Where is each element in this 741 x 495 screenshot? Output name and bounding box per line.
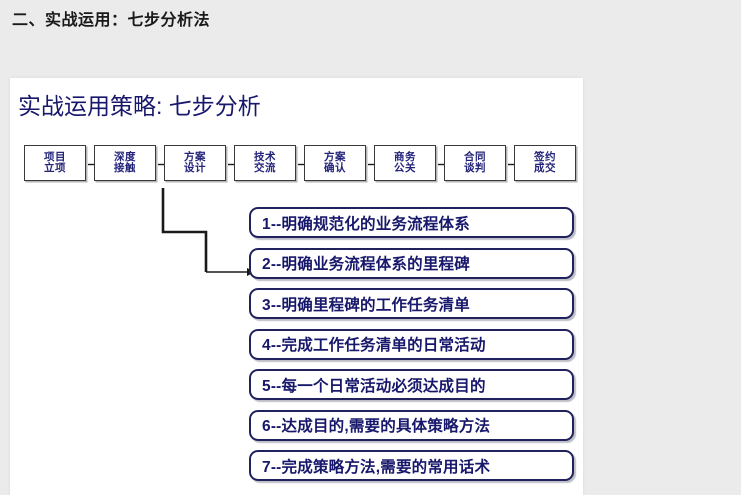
flow-step-8[interactable]: 签约 成交 — [514, 145, 576, 181]
flow-step-7-line1: 合同 — [464, 150, 486, 163]
list-item[interactable]: 2--明确业务流程体系的里程碑 — [249, 247, 574, 279]
flow-step-4-line2: 交流 — [254, 162, 276, 174]
flow-step-6-line1: 商务 — [394, 150, 416, 163]
flow-step-8-line2: 成交 — [534, 162, 556, 174]
flow-step-6-line2: 公关 — [394, 162, 416, 174]
seven-step-list: 1--明确规范化的业务流程体系 2--明确业务流程体系的里程碑 3--明确里程碑… — [249, 207, 574, 491]
list-item[interactable]: 6--达成目的,需要的具体策略方法 — [249, 409, 574, 441]
list-item-label: 6--达成目的,需要的具体策略方法 — [262, 418, 491, 435]
flow-step-2-line2: 接触 — [114, 162, 136, 174]
page-title: 二、实战运用：七步分析法 — [12, 12, 211, 29]
process-flow-diagram: 项目 立项 深度 接触 方案 设计 技术 交流 — [10, 145, 583, 185]
list-item-label: 3--明确里程碑的工作任务清单 — [262, 296, 470, 314]
list-item-label: 2--明确业务流程体系的里程碑 — [262, 256, 470, 273]
flow-step-4[interactable]: 技术 交流 — [234, 145, 296, 181]
flow-step-4-line1: 技术 — [254, 150, 276, 163]
flow-step-2[interactable]: 深度 接触 — [94, 145, 156, 181]
flow-step-1-line1: 项目 — [44, 150, 66, 163]
list-item[interactable]: 1--明确规范化的业务流程体系 — [249, 207, 574, 238]
flow-step-6[interactable]: 商务 公关 — [374, 145, 436, 181]
list-item[interactable]: 7--完成策略方法,需要的常用话术 — [249, 450, 574, 481]
list-item-label: 4--完成工作任务清单的日常活动 — [262, 337, 486, 354]
list-item-label: 1--明确规范化的业务流程体系 — [262, 215, 470, 233]
flow-step-1-line2: 立项 — [44, 162, 66, 174]
list-item[interactable]: 5--每一个日常活动必须达成目的 — [249, 369, 574, 400]
flow-step-8-line1: 签约 — [534, 150, 556, 163]
flow-step-3-line2: 设计 — [184, 162, 206, 174]
flow-step-5-line2: 确认 — [324, 162, 346, 174]
flow-step-3[interactable]: 方案 设计 — [164, 145, 226, 181]
flow-step-3-line1: 方案 — [184, 150, 206, 163]
flow-step-5[interactable]: 方案 确认 — [304, 145, 366, 181]
flow-step-7-line2: 谈判 — [464, 162, 486, 174]
list-item[interactable]: 4--完成工作任务清单的日常活动 — [249, 328, 574, 360]
list-item[interactable]: 3--明确里程碑的工作任务清单 — [249, 288, 574, 319]
slide-title: 实战运用策略: 七步分析 — [18, 93, 261, 119]
list-item-label: 5--每一个日常活动必须达成目的 — [262, 377, 486, 395]
list-item-label: 7--完成策略方法,需要的常用话术 — [262, 458, 491, 476]
flow-step-2-line1: 深度 — [114, 150, 136, 163]
flow-step-5-line1: 方案 — [324, 150, 346, 163]
flow-step-1[interactable]: 项目 立项 — [24, 145, 86, 181]
slide-canvas: 实战运用策略: 七步分析 项目 立项 深度 接触 方案 设计 技术 — [10, 78, 583, 495]
flow-step-7[interactable]: 合同 谈判 — [444, 145, 506, 181]
